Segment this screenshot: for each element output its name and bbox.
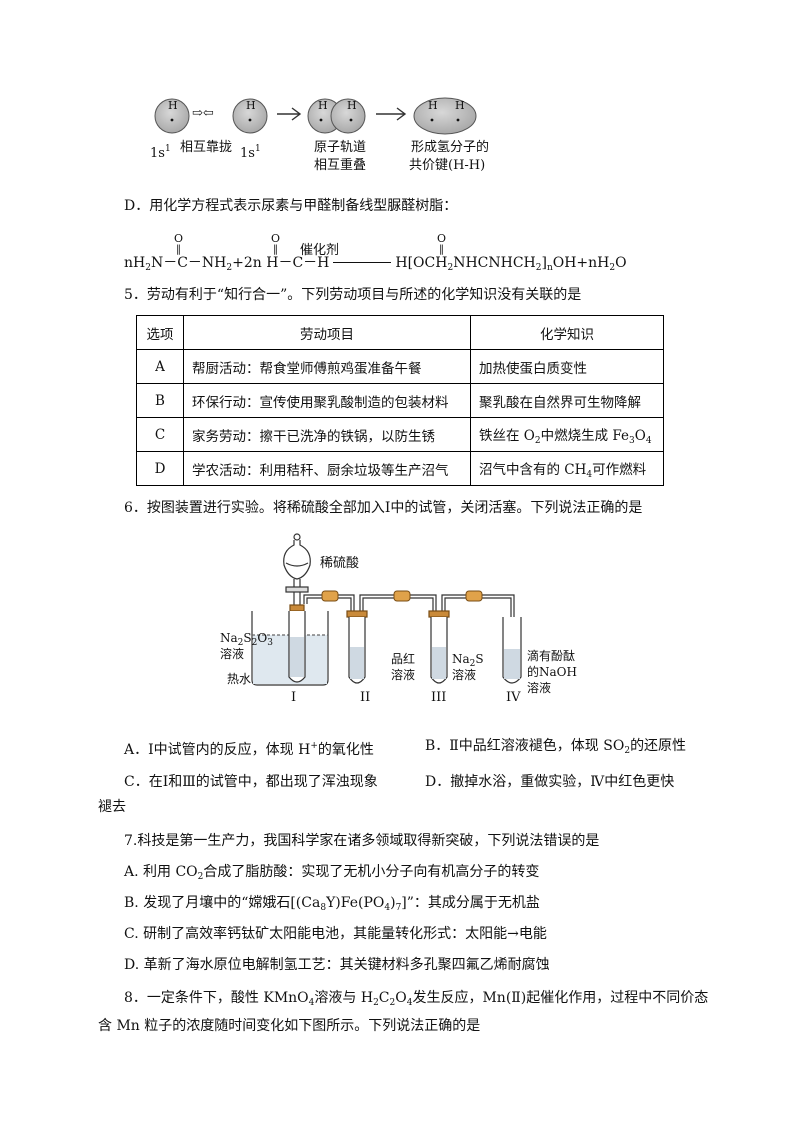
h-label: H (318, 99, 328, 112)
q7-option-c: C. 研制了高效率钙钛矿太阳能电池，其能量转化形式：太阳能→电能 (124, 926, 547, 942)
naoh-label-1: 滴有酚酞 (527, 649, 576, 663)
h-label: H (455, 99, 465, 112)
eq-o-formaldehyde: O (271, 232, 281, 245)
apparatus-diagram (251, 533, 522, 686)
table-row: D 学农活动：利用秸秆、厨余垃圾等生产沼气 沼气中含有的 CH4可作燃料 (136, 451, 664, 486)
orbital-diagram (154, 97, 477, 135)
bond-label-2: 共价键(H-H) (409, 158, 486, 173)
label-i: I (291, 690, 297, 705)
naoh-label-2: 的NaOH (527, 665, 577, 679)
q4-option-d: D．用化学方程式表示尿素与甲醛制备线型脲醛树脂： (124, 198, 458, 214)
h2-molecule (413, 97, 477, 135)
label-iv: IV (506, 690, 521, 705)
rubber-connector (321, 590, 339, 602)
na2s2o3-solution: 溶液 (220, 647, 245, 661)
knowledge-cell: 铁丝在 O2中燃烧生成 Fe3O4 (470, 417, 664, 452)
header-option: 选项 (136, 315, 184, 350)
h-atom-right (232, 98, 268, 134)
pink-label-2: 溶液 (391, 668, 416, 682)
beaker (251, 611, 329, 686)
arrow-right-icon (277, 107, 302, 121)
rubber-connector (393, 590, 411, 602)
catalyst-label: 催化剂 (300, 243, 340, 258)
table-header-row: 选项 劳动项目 化学知识 (136, 315, 664, 350)
header-project: 劳动项目 (183, 315, 471, 350)
eq-o-resin: O (437, 232, 447, 245)
q7-option-d: D. 革新了海水原位电解制氢工艺：其关键材料多孔聚四氟乙烯耐腐蚀 (124, 957, 550, 973)
q7-stem: 7.科技是第一生产力，我国科学家在诸多领域取得新突破，下列说法错误的是 (124, 833, 600, 849)
overlap-atom-2 (330, 98, 366, 134)
na2s2o3-label: Na2S2O3 (220, 631, 273, 648)
label-iii: III (431, 690, 447, 705)
q7-option-a: A. 利用 CO2合成了脂肪酸：实现了无机小分子向有机高分子的转变 (124, 864, 540, 882)
test-tube-iv (502, 617, 522, 684)
s1-left-label: 1s1 (150, 144, 171, 161)
test-tube-ii (346, 610, 368, 684)
eq-o-urea: O (174, 232, 184, 245)
q5-table: 选项 劳动项目 化学知识 A 帮厨活动：帮食堂师傅煎鸡蛋准备午餐 加热使蛋白质变… (136, 315, 664, 486)
q8-line-1: 8．一定条件下，酸性 KMnO4溶液与 H2C2O4发生反应，Mn(Ⅱ)起催化作… (124, 990, 709, 1008)
hot-water-label: 热水 (227, 672, 252, 686)
separatory-funnel (283, 533, 311, 605)
label-ii: II (360, 690, 371, 705)
h-label: H (347, 99, 357, 112)
table-row: A 帮厨活动：帮食堂师傅煎鸡蛋准备午餐 加热使蛋白质变性 (136, 349, 664, 384)
arrow-right-icon (376, 107, 407, 121)
na2s-solution: 溶液 (452, 668, 477, 682)
rubber-connector (465, 590, 483, 602)
na2s-label: Na2S (452, 652, 484, 669)
test-tube-iii (428, 610, 450, 684)
h-atom-left (154, 98, 190, 134)
bond-label-1: 形成氢分子的 (411, 140, 490, 155)
q6-option-a: A．Ⅰ中试管内的反应，体现 H+的氧化性 (124, 741, 374, 758)
h-label: H (428, 99, 438, 112)
approach-label: 相互靠拢 (180, 140, 233, 155)
overlap-label-1: 原子轨道 (314, 140, 367, 155)
h-label: H (168, 99, 178, 112)
approach-arrows: ⇨⇦ (192, 106, 214, 121)
q6-option-b: B．Ⅱ中品红溶液褪色，体现 SO2的还原性 (425, 738, 687, 756)
q5-stem: 5．劳动有利于“知行合一”。下列劳动项目与所述的化学知识没有关联的是 (124, 287, 582, 303)
knowledge-cell: 沼气中含有的 CH4可作燃料 (470, 451, 664, 486)
naoh-label-3: 溶液 (527, 681, 552, 695)
q6-stem: 6．按图装置进行实验。将稀硫酸全部加入Ⅰ中的试管，关闭活塞。下列说法正确的是 (124, 500, 643, 516)
q6-option-d: D．撤掉水浴，重做实验，Ⅳ中红色更快 (425, 774, 675, 790)
table-row: B 环保行动：宣传使用聚乳酸制造的包装材料 聚乳酸在自然界可生物降解 (136, 383, 664, 418)
pink-label-1: 品红 (391, 652, 416, 666)
overlap-label-2: 相互重叠 (314, 158, 367, 173)
header-knowledge: 化学知识 (470, 315, 664, 350)
q8-line-2: 含 Mn 粒子的浓度随时间变化如下图所示。下列说法正确的是 (98, 1018, 481, 1034)
table-row: C 家务劳动：擦干已洗净的铁锅，以防生锈 铁丝在 O2中燃烧生成 Fe3O4 (136, 417, 664, 452)
q6-option-c: C．在Ⅰ和Ⅲ的试管中，都出现了浑浊现象 (124, 774, 378, 790)
q6-option-d-cont: 褪去 (98, 799, 126, 815)
acid-label: 稀硫酸 (320, 556, 360, 571)
q7-option-b: B. 发现了月壤中的“嫦娥石[(Ca8Y)Fe(PO4)7]”：其成分属于无机盐 (124, 895, 540, 913)
s1-right-label: 1s1 (240, 144, 261, 161)
h-label: H (246, 99, 256, 112)
